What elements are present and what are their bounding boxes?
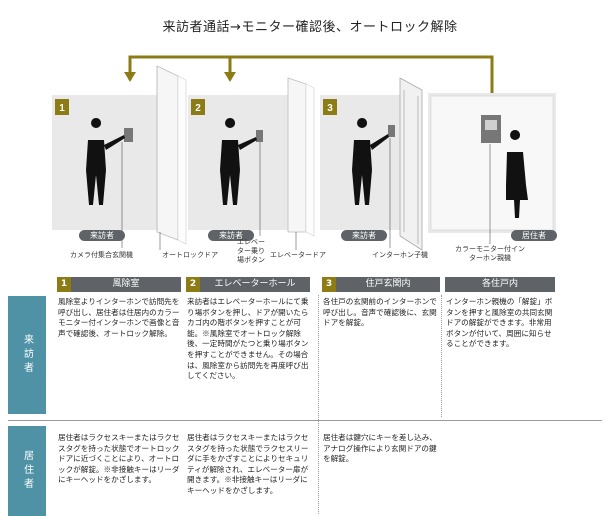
flow-illustration: 1 2 3 [52, 55, 556, 251]
cell-resident-windbreak: 居住者はラクセスキーまたはラクセスタグを持った状態でオートロックドアに近づくこと… [58, 433, 180, 485]
cell-visitor-interior: インターホン親機の「解錠」ボタンを押すと風除室の共同玄関ドアの解錠ができます。非… [446, 297, 553, 349]
arrow-down-icon [224, 72, 236, 82]
cell-resident-entrance: 居住者は鍵穴にキーを差し込み、アナログ操作により玄関ドアの鍵を解錠。 [323, 433, 437, 464]
label-camera-entrance-panel: カメラ付集合玄関機 [70, 251, 133, 259]
label-elevator-door: エレベータードア [270, 251, 326, 259]
column-header-unit-interior: 各住戸内 [445, 277, 555, 292]
scene-number-badge [55, 99, 69, 115]
column-number: 2 [186, 277, 200, 292]
role-badge-visitor: 来訪者 [79, 230, 125, 241]
cell-visitor-windbreak: 風除室よりインターホンで訪問先を呼び出し、居住者は住居内のカラーモニター付インタ… [58, 297, 180, 338]
scene-number: 2 [195, 103, 201, 114]
cell-visitor-elevator: 来訪者はエレベーターホールにて乗り場ボタンを押し、ドアが開いたらカゴ内の階ボタン… [187, 297, 309, 381]
scene-panel-2 [188, 77, 315, 237]
scene-number: 3 [327, 103, 333, 114]
label-intercom-handset: インターホン子機 [372, 251, 428, 259]
row-label-visitor: 来訪者 [8, 296, 46, 414]
column-divider [318, 295, 319, 514]
row-divider [8, 420, 602, 421]
scene-number-badge [191, 99, 205, 115]
column-divider [441, 295, 442, 417]
role-badge-visitor: 来訪者 [341, 230, 387, 241]
role-badge-resident: 居住者 [511, 230, 557, 241]
row-label-resident: 居住者 [8, 426, 46, 516]
role-badge-visitor: 来訪者 [208, 230, 254, 241]
scene-panel-1 [52, 65, 187, 245]
column-header-unit-entrance: 3 住戸玄関内 [322, 277, 440, 292]
cell-resident-elevator: 居住者はラクセスキーまたはラクセスタグを持った状態でラクセスリーダに手をかざすこ… [187, 433, 309, 495]
diagram-title: 来訪者通話→モニター確認後、オートロック解除 [162, 20, 458, 35]
scene-number: 1 [59, 103, 65, 114]
column-number: 3 [322, 277, 336, 292]
scene-number-badge [323, 99, 337, 115]
arrow-down-icon [124, 72, 136, 82]
scene-panel-4 [428, 93, 556, 233]
label-color-monitor-intercom: カラーモニター付インターホン親機 [455, 245, 525, 262]
column-label: エレベーターホール [214, 279, 296, 289]
column-label: 風除室 [112, 279, 140, 289]
label-elevator-button: エレベーター乗り場ボタン [237, 238, 265, 264]
flow-connector [128, 55, 494, 95]
column-number: 1 [57, 277, 71, 292]
label-autolock-door: オートロックドア [162, 251, 218, 259]
column-header-elevator-hall: 2 エレベーターホール [186, 277, 310, 292]
column-label: 各住戸内 [481, 279, 518, 289]
cell-visitor-entrance: 各住戸の玄関前のインターホンで呼び出し。音声で確認後に、玄関ドアを解錠。 [323, 297, 437, 328]
scene-panel-3 [320, 77, 423, 251]
column-label: 住戸玄関内 [365, 279, 411, 289]
column-header-windbreak-room: 1 風除室 [57, 277, 181, 292]
